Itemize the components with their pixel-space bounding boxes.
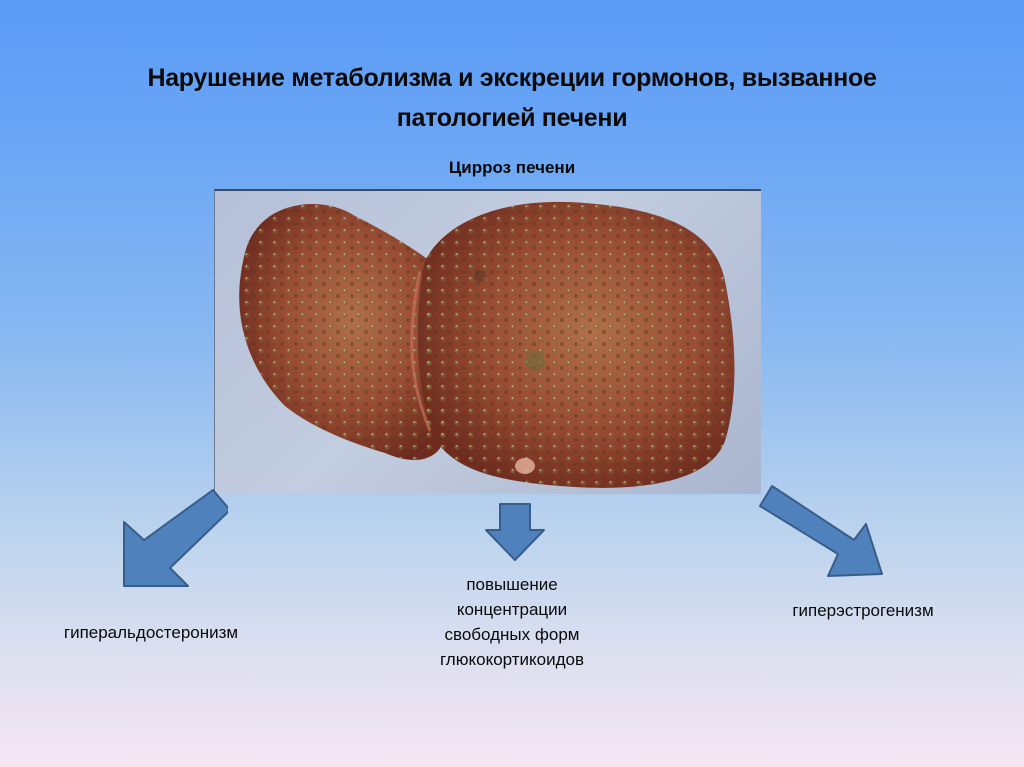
outcome-hyperaldosteronism: гиперальдостеронизм [63, 623, 239, 642]
liver-photo [214, 189, 761, 494]
title-line-2: патологией печени [396, 104, 628, 132]
outcome-line: свободных форм [444, 625, 580, 644]
liver-illustration-icon [239, 201, 735, 488]
arrow-down-right-icon [759, 485, 883, 577]
outcome-hyperestrogenism: гиперэстрогенизм [792, 601, 934, 620]
title-line-1: Нарушение метаболизма и экскреции гормон… [147, 64, 877, 92]
outcome-line: повышение [466, 575, 558, 594]
arrow-down-icon [485, 503, 545, 561]
arrow-down-left-icon [123, 489, 228, 587]
outcome-glucocorticoids: повышение концентрации свободных форм гл… [392, 572, 632, 672]
outcome-line: концентрации [456, 600, 568, 619]
outcome-line: глюкокортикоидов [439, 650, 584, 669]
slide-title: Нарушение метаболизма и экскреции гормон… [0, 58, 1024, 138]
slide-subtitle: Цирроз печени [448, 158, 576, 177]
